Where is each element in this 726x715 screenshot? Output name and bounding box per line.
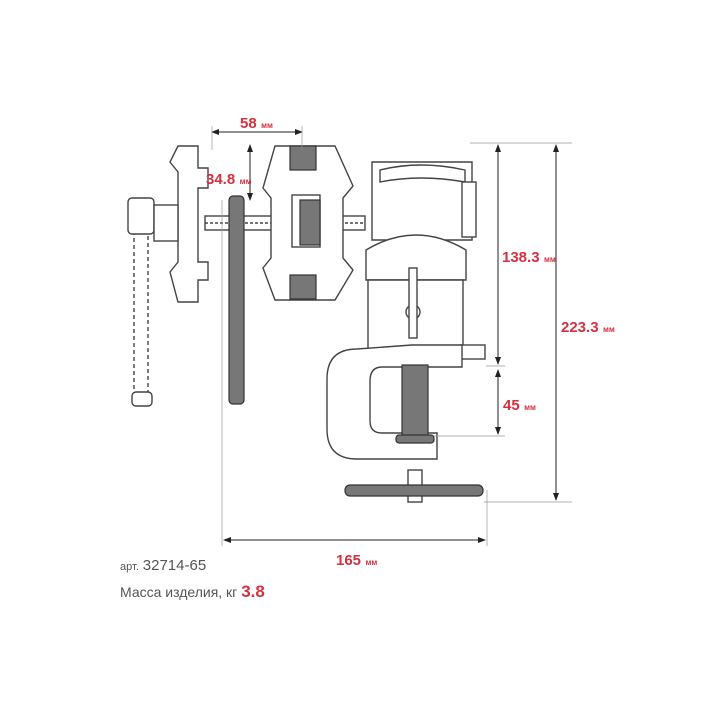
dimension-lines — [211, 126, 572, 546]
dim-34-8: 34.8 мм — [206, 171, 252, 188]
article-value: 32714-65 — [142, 557, 207, 574]
dim-138-3: 138.3 мм — [502, 249, 556, 266]
article-line: арт. 32714-65 — [120, 557, 206, 574]
dark-parts — [228, 145, 484, 497]
mass-label: Масса изделия, кг — [120, 584, 238, 600]
jaw-pad-top — [289, 145, 317, 171]
jaw-insert — [299, 199, 321, 246]
mass-value: 3.8 — [241, 582, 265, 601]
dim-223-3: 223.3 мм — [561, 319, 615, 336]
clamp-screw — [401, 364, 429, 438]
dim-45: 45 мм — [503, 397, 536, 414]
t-handle — [344, 484, 484, 497]
dim-58: 58 мм — [240, 115, 273, 132]
dim-165: 165 мм — [336, 552, 377, 569]
vise-outline — [127, 145, 486, 503]
jaw-pad-bottom — [289, 274, 317, 300]
tommy-bar — [228, 195, 245, 405]
article-label: арт. — [120, 561, 139, 573]
mass-line: Масса изделия, кг 3.8 — [120, 582, 265, 602]
